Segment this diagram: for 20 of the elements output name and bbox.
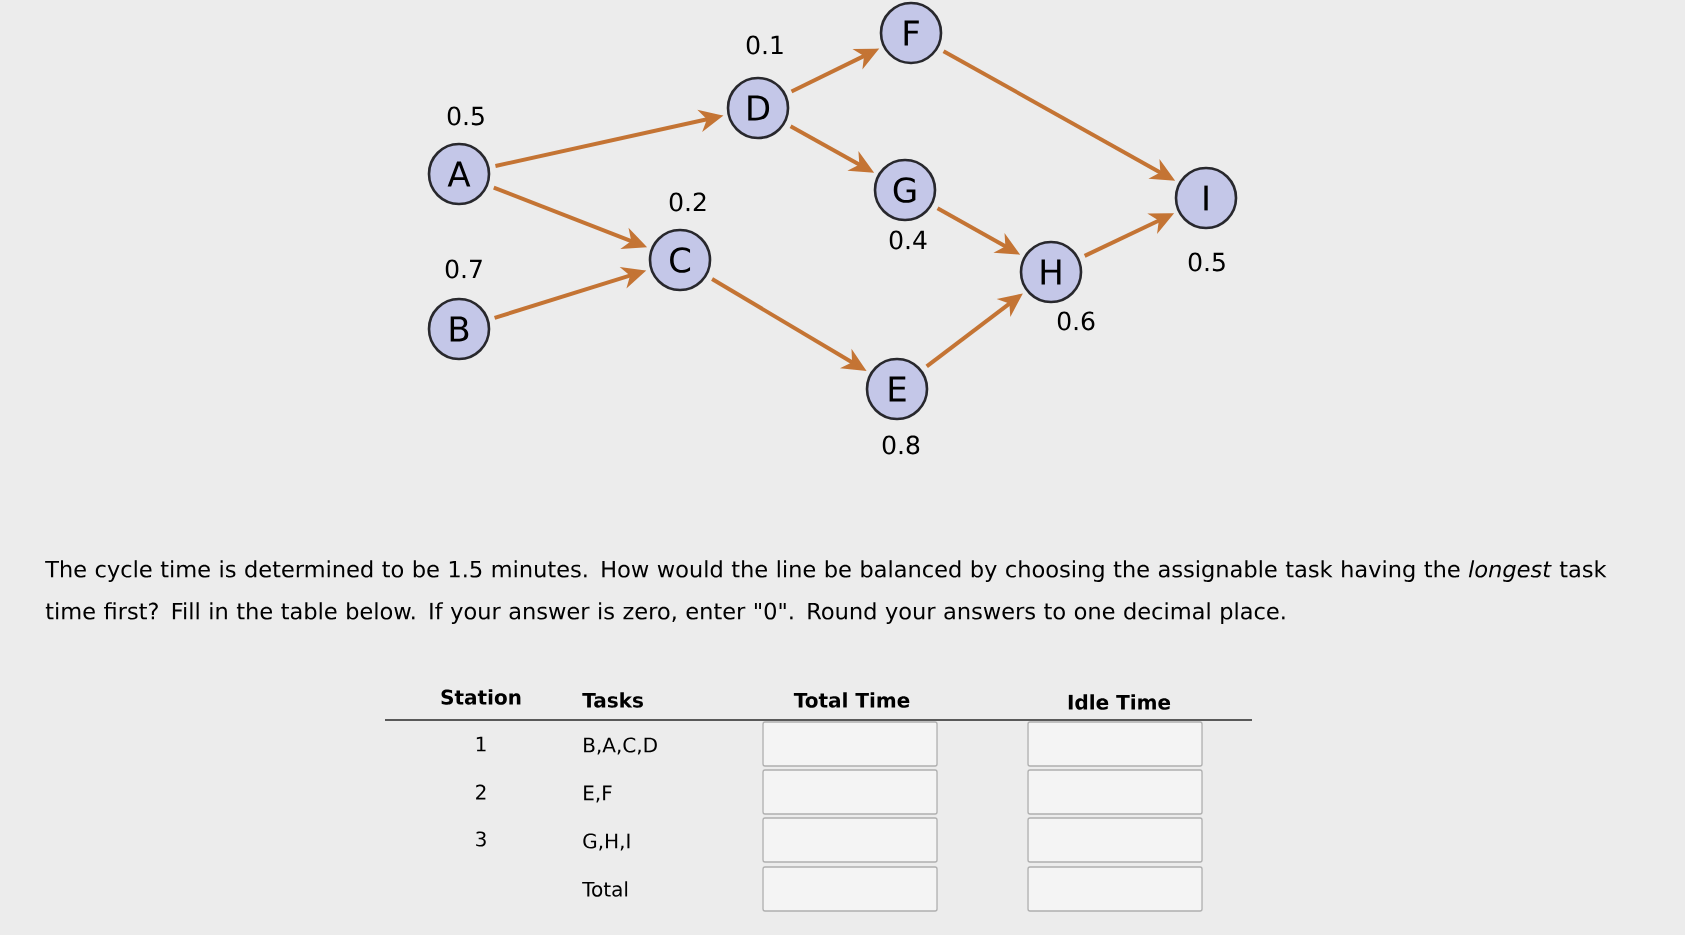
- time-label: 0.4: [889, 230, 927, 250]
- time-label: 0.5: [1188, 252, 1225, 272]
- time-label: 0.1: [746, 35, 783, 55]
- table-cell: 1: [476, 736, 486, 752]
- time-label: 0.6: [1057, 311, 1095, 331]
- column-header: Tasks: [582, 692, 643, 708]
- time-label: 0.5: [447, 106, 484, 126]
- time-label: 0.8: [882, 435, 920, 455]
- table-cell: G,H,I: [583, 833, 630, 851]
- table-cell: B,A,C,D: [584, 737, 657, 755]
- column-header: Total Time: [793, 692, 910, 708]
- column-header: Station: [441, 689, 521, 705]
- table-cell: E,F: [584, 785, 612, 803]
- time-label: 0.2: [669, 192, 706, 212]
- table-cell: Total: [582, 881, 628, 897]
- time-label: 0.7: [445, 259, 482, 279]
- table-cell: 3: [476, 831, 486, 847]
- question-text: The cycle time is determined to be 1.5 minutes. How would the line be balanced by choosing the assignable task having the longest task time first? Fill in the table below. If your answer is zero, enter "0". Round your answers to one decimal place.: [45, 560, 1607, 624]
- table-cell: 2: [476, 784, 486, 800]
- column-header: Idle Time: [1068, 694, 1171, 710]
